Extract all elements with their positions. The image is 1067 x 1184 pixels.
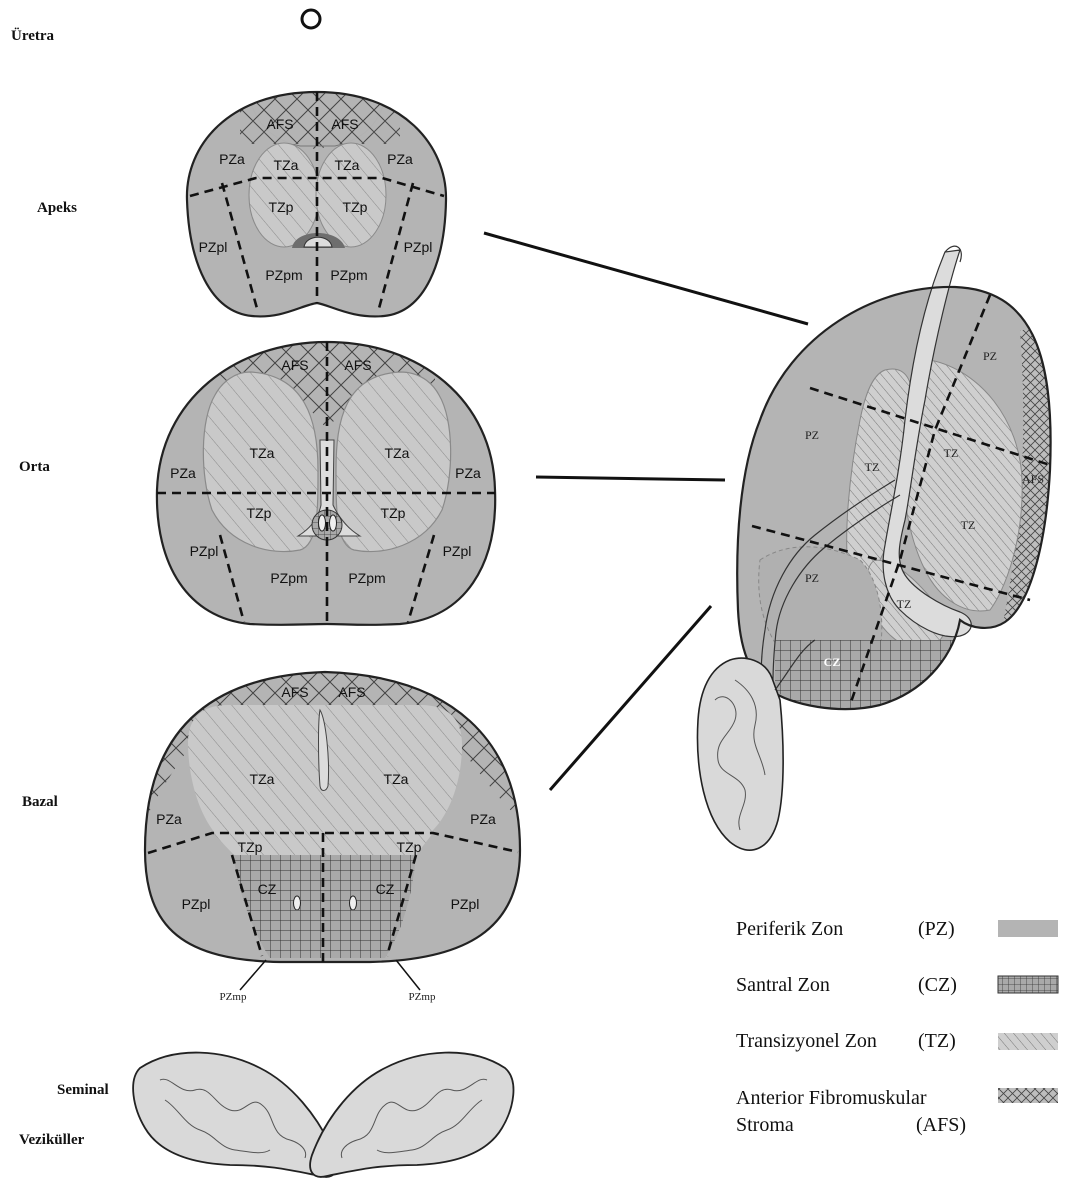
legend-afs-swatch: [998, 1088, 1058, 1103]
legend-tz-abbr: (TZ): [918, 1030, 956, 1052]
mid-pzpl-right: PZpl: [443, 543, 472, 559]
row-label-seminal: Seminal: [57, 1082, 109, 1098]
apex-pza-left: PZa: [219, 151, 245, 167]
mid-section: AFS AFS TZa TZa PZa PZa TZp TZp PZpl PZp…: [157, 342, 495, 625]
row-label-orta: Orta: [19, 459, 50, 475]
legend-item-pz: Periferik Zon (PZ): [736, 918, 1058, 940]
base-tza-left: TZa: [250, 771, 275, 787]
mid-tza-right: TZa: [385, 445, 410, 461]
legend-afs-name-line1: Anterior Fibromuskular: [736, 1087, 927, 1109]
row-label-uretra: Üretra: [11, 27, 55, 44]
mid-pzpl-left: PZpl: [190, 543, 219, 559]
sagittal-tz-1: TZ: [865, 460, 880, 474]
base-section: AFS AFS TZa TZa PZa PZa TZp TZp CZ CZ PZ…: [145, 672, 520, 1003]
legend-afs-name-line2: Stroma: [736, 1114, 794, 1136]
mid-pza-left: PZa: [170, 465, 196, 481]
apex-pzpm-right: PZpm: [330, 267, 367, 283]
seminal-vesicle-left: [133, 1053, 337, 1177]
apex-pza-right: PZa: [387, 151, 413, 167]
base-pzmp-right: PZmp: [409, 991, 436, 1003]
base-pzpl-left: PZpl: [182, 896, 211, 912]
apex-section: AFS AFS PZa PZa TZa TZa TZp TZp PZpl PZp…: [187, 92, 446, 316]
apex-afs-right: AFS: [331, 116, 358, 132]
base-tzp-right: TZp: [397, 839, 422, 855]
sagittal-pz-mid: PZ: [805, 428, 819, 442]
legend-pz-name: Periferik Zon: [736, 918, 843, 940]
sagittal-tz-2: TZ: [944, 446, 959, 460]
legend-tz-swatch: [998, 1033, 1058, 1050]
mid-afs-left: AFS: [281, 357, 308, 373]
legend-cz-swatch: [998, 976, 1058, 993]
apex-tza-right: TZa: [335, 157, 360, 173]
apex-tzp-left: TZp: [269, 199, 294, 215]
urethra-circle: [302, 10, 320, 28]
sagittal-tz-3: TZ: [961, 518, 976, 532]
legend-pz-abbr: (PZ): [918, 918, 955, 940]
seminal-vesicle-right: [310, 1053, 513, 1177]
base-cz-right: CZ: [376, 881, 395, 897]
base-cz-left: CZ: [258, 881, 277, 897]
base-afs-right: AFS: [338, 684, 365, 700]
base-tzp-left: TZp: [238, 839, 263, 855]
connector-base: [550, 606, 711, 790]
mid-tza-left: TZa: [250, 445, 275, 461]
sagittal-pz-top: PZ: [983, 349, 997, 363]
sagittal-pz-low: PZ: [805, 571, 819, 585]
legend-cz-abbr: (CZ): [918, 974, 957, 996]
mid-pzpm-left: PZpm: [270, 570, 307, 586]
legend: Periferik Zon (PZ) Santral Zon (CZ) Tran…: [736, 918, 1058, 1136]
legend-pz-swatch: [998, 920, 1058, 937]
legend-item-afs: Anterior Fibromuskular Stroma (AFS): [736, 1087, 1058, 1136]
base-pzpl-right: PZpl: [451, 896, 480, 912]
mid-afs-right: AFS: [344, 357, 371, 373]
legend-item-tz: Transizyonel Zon (TZ): [736, 1030, 1058, 1052]
sagittal-cz: CZ: [824, 655, 841, 669]
legend-item-cz: Santral Zon (CZ): [736, 974, 1058, 996]
mid-pzpm-right: PZpm: [348, 570, 385, 586]
mid-tzp-left: TZp: [247, 505, 272, 521]
sagittal-section: PZ PZ PZ TZ TZ TZ TZ AFS CZ: [697, 246, 1067, 850]
apex-tzp-right: TZp: [343, 199, 368, 215]
apex-tza-left: TZa: [274, 157, 299, 173]
legend-cz-name: Santral Zon: [736, 974, 830, 996]
base-pza-left: PZa: [156, 811, 182, 827]
connector-mid: [536, 477, 725, 480]
sagittal-tz-4: TZ: [897, 597, 912, 611]
base-pzmp-left: PZmp: [220, 991, 247, 1003]
row-label-apeks: Apeks: [37, 200, 77, 216]
base-tza-right: TZa: [384, 771, 409, 787]
mid-pza-right: PZa: [455, 465, 481, 481]
row-label-vezikuller: Veziküller: [19, 1132, 85, 1148]
apex-pzpl-left: PZpl: [199, 239, 228, 255]
row-label-bazal: Bazal: [22, 794, 58, 810]
mid-tzp-right: TZp: [381, 505, 406, 521]
base-pza-right: PZa: [470, 811, 496, 827]
apex-pzpl-right: PZpl: [404, 239, 433, 255]
sagittal-afs: AFS: [1022, 472, 1044, 486]
legend-tz-name: Transizyonel Zon: [736, 1030, 877, 1052]
connector-apex: [484, 233, 808, 324]
apex-afs-left: AFS: [266, 116, 293, 132]
base-afs-left: AFS: [281, 684, 308, 700]
legend-afs-abbr: (AFS): [916, 1114, 966, 1136]
apex-pzpm-left: PZpm: [265, 267, 302, 283]
